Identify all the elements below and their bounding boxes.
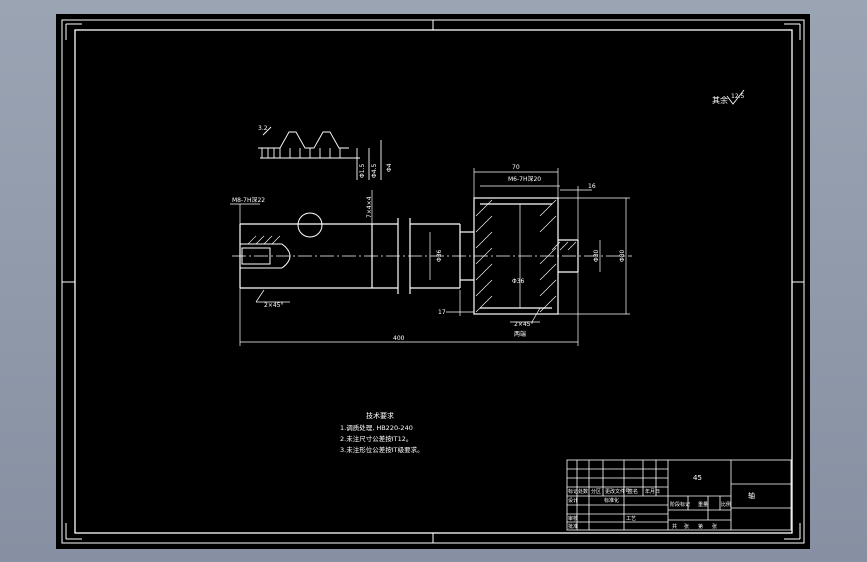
right-hole-label: M6-7H深20 xyxy=(508,175,541,183)
svg-text:其余: 其余 xyxy=(712,95,728,105)
svg-text:Φ4: Φ4 xyxy=(386,163,393,172)
note-1: 1.调质处理, HB220-240 xyxy=(340,423,413,432)
svg-text:比例: 比例 xyxy=(721,501,731,508)
drawing-sheet xyxy=(56,14,810,549)
chamfer-right-note: 两端 xyxy=(514,330,526,338)
dim-keyway: 7×4×4 xyxy=(366,196,373,218)
svg-text:更改文件号: 更改文件号 xyxy=(605,488,630,495)
keyway-circle xyxy=(297,212,323,238)
notes-title: 技术要求 xyxy=(366,411,394,420)
chamfer-right: 2×45° xyxy=(514,321,533,328)
svg-text:处数: 处数 xyxy=(578,488,588,495)
svg-text:标准化: 标准化 xyxy=(604,497,619,504)
left-threaded-hole xyxy=(240,243,291,269)
dim-70: 70 xyxy=(512,164,520,171)
note-3: 3.未注形位公差按IT级要求。 xyxy=(340,445,424,454)
left-hole-label: M8-7H深22 xyxy=(232,196,265,204)
roughness-symbol: 其余 12.5 xyxy=(712,89,745,105)
svg-text:分区: 分区 xyxy=(591,488,601,495)
dim-total: 400 xyxy=(393,335,405,342)
dim-17: 17 xyxy=(438,309,446,316)
svg-text:第: 第 xyxy=(698,523,703,530)
dimension-lines xyxy=(230,168,630,346)
svg-text:工艺: 工艺 xyxy=(626,516,636,522)
note-2: 2.未注尺寸公差按IT12。 xyxy=(340,434,412,443)
svg-text:Φ4.5: Φ4.5 xyxy=(371,164,378,178)
thread-profile-detail xyxy=(258,126,382,180)
dim-right-dia: Φ30 xyxy=(593,249,600,262)
dim-outer-dia: Φ80 xyxy=(619,249,626,262)
svg-text:年月日: 年月日 xyxy=(645,488,660,495)
technical-notes: 技术要求 1.调质处理, HB220-240 2.未注尺寸公差按IT12。 3.… xyxy=(340,411,424,454)
svg-text:批准: 批准 xyxy=(568,523,578,530)
right-hole-hatch xyxy=(551,241,577,251)
chamfer-left: 2×45° xyxy=(264,302,283,309)
svg-text:阶段标记: 阶段标记 xyxy=(670,501,690,508)
svg-text:重量: 重量 xyxy=(698,501,708,508)
svg-text:标记: 标记 xyxy=(568,488,578,495)
dim-16: 16 xyxy=(588,183,596,190)
material-label: 45 xyxy=(693,474,702,482)
svg-text:张: 张 xyxy=(712,523,717,530)
corner-marks xyxy=(62,20,804,543)
dim-inner-dia: Φ36 xyxy=(512,278,525,285)
thread-dims: Φ1.5 Φ4.5 Φ4 xyxy=(359,163,393,178)
part-name: 轴 xyxy=(748,491,755,500)
flange-hatch xyxy=(475,199,557,313)
svg-text:共: 共 xyxy=(672,523,677,530)
title-block xyxy=(566,459,792,531)
dim-shaft-dia: Φ36 xyxy=(436,249,443,262)
svg-text:张: 张 xyxy=(684,523,689,530)
svg-text:审核: 审核 xyxy=(568,515,578,522)
svg-text:签名: 签名 xyxy=(628,488,638,495)
left-hole-hatch xyxy=(247,235,281,245)
svg-text:12.5: 12.5 xyxy=(731,93,745,100)
svg-text:Φ1.5: Φ1.5 xyxy=(359,164,366,178)
thread-roughness-label: 3.2 xyxy=(258,125,268,132)
svg-text:设计: 设计 xyxy=(568,497,578,504)
title-block-text: 45 轴 标记 处数 分区 更改文件号 签名 年月日 设计 标准化 阶段标记 重… xyxy=(568,474,755,530)
